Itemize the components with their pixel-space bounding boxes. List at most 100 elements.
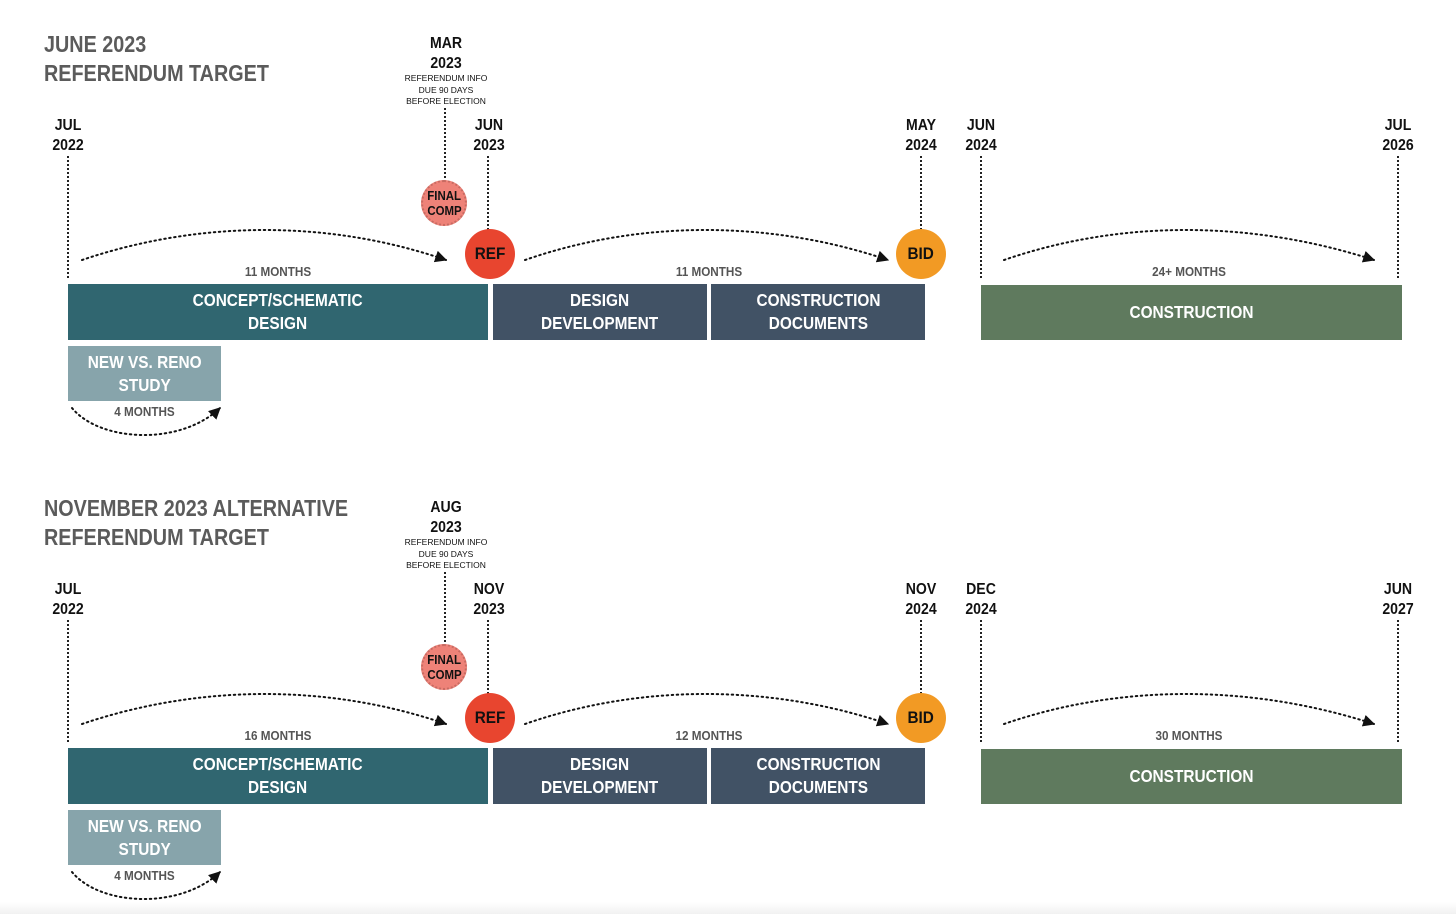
date-bid-year: 2024 [905, 137, 937, 154]
timeline-title-line-1: JUNE 2023 [44, 31, 147, 57]
final-comp-marker: FINAL COMP [421, 180, 467, 226]
leader-line-end [1397, 620, 1399, 742]
phase-concept-schematic-design: CONCEPT/SCHEMATIC DESIGN [68, 748, 488, 804]
arrow-study [71, 407, 221, 436]
ref-marker: REF [465, 229, 515, 279]
phase-new-vs-reno-study: NEW VS. RENO STUDY [68, 346, 221, 401]
leader-line-ref [487, 620, 489, 694]
duration-arrows [71, 229, 1376, 436]
date-end-month: JUN [1383, 581, 1413, 598]
phase-concept-label-1: CONCEPT/SCHEMATIC [193, 754, 363, 774]
duration-concept: 11 MONTHS [244, 264, 312, 279]
duration-study: 4 MONTHS [114, 868, 175, 883]
duration-arrows [71, 693, 1376, 900]
date-final-comp: AUG 2023 [415, 498, 477, 538]
date-start: JUL 2022 [37, 116, 99, 156]
arrow-concept [81, 693, 448, 727]
note-line-3: BEFORE ELECTION [406, 96, 486, 106]
date-start: JUL 2022 [37, 580, 99, 620]
date-final-comp-year: 2023 [430, 55, 462, 72]
phase-design-development: DESIGN DEVELOPMENT [493, 284, 707, 340]
date-bid-month: MAY [905, 117, 937, 134]
phase-study-label-2: STUDY [118, 374, 171, 395]
note-line-2: DUE 90 DAYS [418, 84, 474, 95]
phase-concept-schematic-design: CONCEPT/SCHEMATIC DESIGN [68, 284, 488, 340]
arrow-study [71, 871, 221, 900]
phase-study-label-2: STUDY [118, 838, 171, 859]
date-ref: NOV 2023 [458, 580, 520, 620]
phase-concept-label-2: DESIGN [248, 313, 308, 333]
phase-construction: CONSTRUCTION [981, 749, 1402, 804]
phase-design-development: DESIGN DEVELOPMENT [493, 748, 707, 804]
bid-label: BID [907, 708, 935, 727]
phase-cd-label-2: DOCUMENTS [768, 777, 868, 797]
duration-design: 12 MONTHS [675, 728, 743, 743]
final-comp-label-2: COMP [426, 203, 462, 218]
date-start-year: 2022 [52, 137, 84, 154]
date-start-year: 2022 [52, 601, 84, 618]
timeline-title: JUNE 2023 REFERENDUM TARGET [44, 30, 269, 88]
date-end: JUL 2026 [1367, 116, 1429, 156]
leader-line-construction-start [980, 156, 982, 278]
phase-dd-label-2: DEVELOPMENT [541, 777, 659, 797]
note-line-2: DUE 90 DAYS [418, 548, 474, 559]
leader-line-ref [487, 156, 489, 230]
date-ref-month: JUN [474, 117, 504, 134]
phase-dd-label-1: DESIGN [570, 754, 630, 774]
arrow-design [524, 229, 890, 263]
date-end-year: 2027 [1382, 601, 1414, 618]
timeline-title-line-2: REFERENDUM TARGET [44, 60, 269, 86]
phase-construction-documents: CONSTRUCTION DOCUMENTS [711, 284, 925, 340]
date-ref-year: 2023 [473, 137, 505, 154]
date-bid-month: NOV [905, 581, 937, 598]
date-construction-start-month: DEC [966, 581, 996, 598]
timeline-title: NOVEMBER 2023 ALTERNATIVE REFERENDUM TAR… [44, 494, 348, 552]
date-construction-start-month: JUN [966, 117, 996, 134]
leader-line-final-comp [444, 572, 446, 642]
leader-line-start [67, 620, 69, 742]
note-line-3: BEFORE ELECTION [406, 560, 486, 570]
timeline-november-2023: NOVEMBER 2023 ALTERNATIVE REFERENDUM TAR… [0, 464, 1456, 914]
leader-line-final-comp [444, 108, 446, 178]
referendum-info-note: REFERENDUM INFO DUE 90 DAYS BEFORE ELECT… [391, 537, 501, 572]
date-final-comp-month: AUG [430, 499, 462, 516]
phase-cd-label-1: CONSTRUCTION [755, 290, 881, 310]
date-final-comp-month: MAR [429, 35, 463, 52]
leader-line-end [1397, 156, 1399, 278]
date-end: JUN 2027 [1367, 580, 1429, 620]
note-line-1: REFERENDUM INFO [404, 537, 488, 547]
final-comp-label-1: FINAL [427, 652, 461, 667]
leader-line-bid [920, 156, 922, 230]
leader-line-start [67, 156, 69, 278]
leader-line-construction-start [980, 620, 982, 742]
referendum-info-note: REFERENDUM INFO DUE 90 DAYS BEFORE ELECT… [391, 73, 501, 108]
date-end-year: 2026 [1382, 137, 1414, 154]
date-start-month: JUL [54, 581, 82, 598]
ref-marker: REF [465, 693, 515, 743]
phase-cd-label-1: CONSTRUCTION [755, 754, 881, 774]
phase-concept-label-2: DESIGN [248, 777, 308, 797]
phase-cd-label-2: DOCUMENTS [768, 313, 868, 333]
date-final-comp: MAR 2023 [415, 34, 477, 74]
date-construction-start: JUN 2024 [950, 116, 1012, 156]
phase-construction-label: CONSTRUCTION [1129, 302, 1254, 322]
date-construction-start: DEC 2024 [950, 580, 1012, 620]
date-ref-month: NOV [473, 581, 505, 598]
duration-study: 4 MONTHS [114, 404, 175, 419]
phase-study-label-1: NEW VS. RENO [87, 815, 202, 836]
timeline-title-line-2: REFERENDUM TARGET [44, 524, 269, 550]
final-comp-marker: FINAL COMP [421, 644, 467, 690]
phase-concept-label-1: CONCEPT/SCHEMATIC [193, 290, 363, 310]
arrow-construction [1003, 229, 1376, 263]
duration-construction: 30 MONTHS [1155, 728, 1223, 743]
ref-label: REF [474, 244, 506, 263]
date-final-comp-year: 2023 [430, 519, 462, 536]
date-construction-start-year: 2024 [965, 601, 997, 618]
date-bid: MAY 2024 [890, 116, 952, 156]
bid-label: BID [907, 244, 935, 263]
date-end-month: JUL [1384, 117, 1412, 134]
final-comp-label-2: COMP [426, 667, 462, 682]
duration-construction: 24+ MONTHS [1152, 264, 1226, 279]
arrow-design [524, 693, 890, 727]
